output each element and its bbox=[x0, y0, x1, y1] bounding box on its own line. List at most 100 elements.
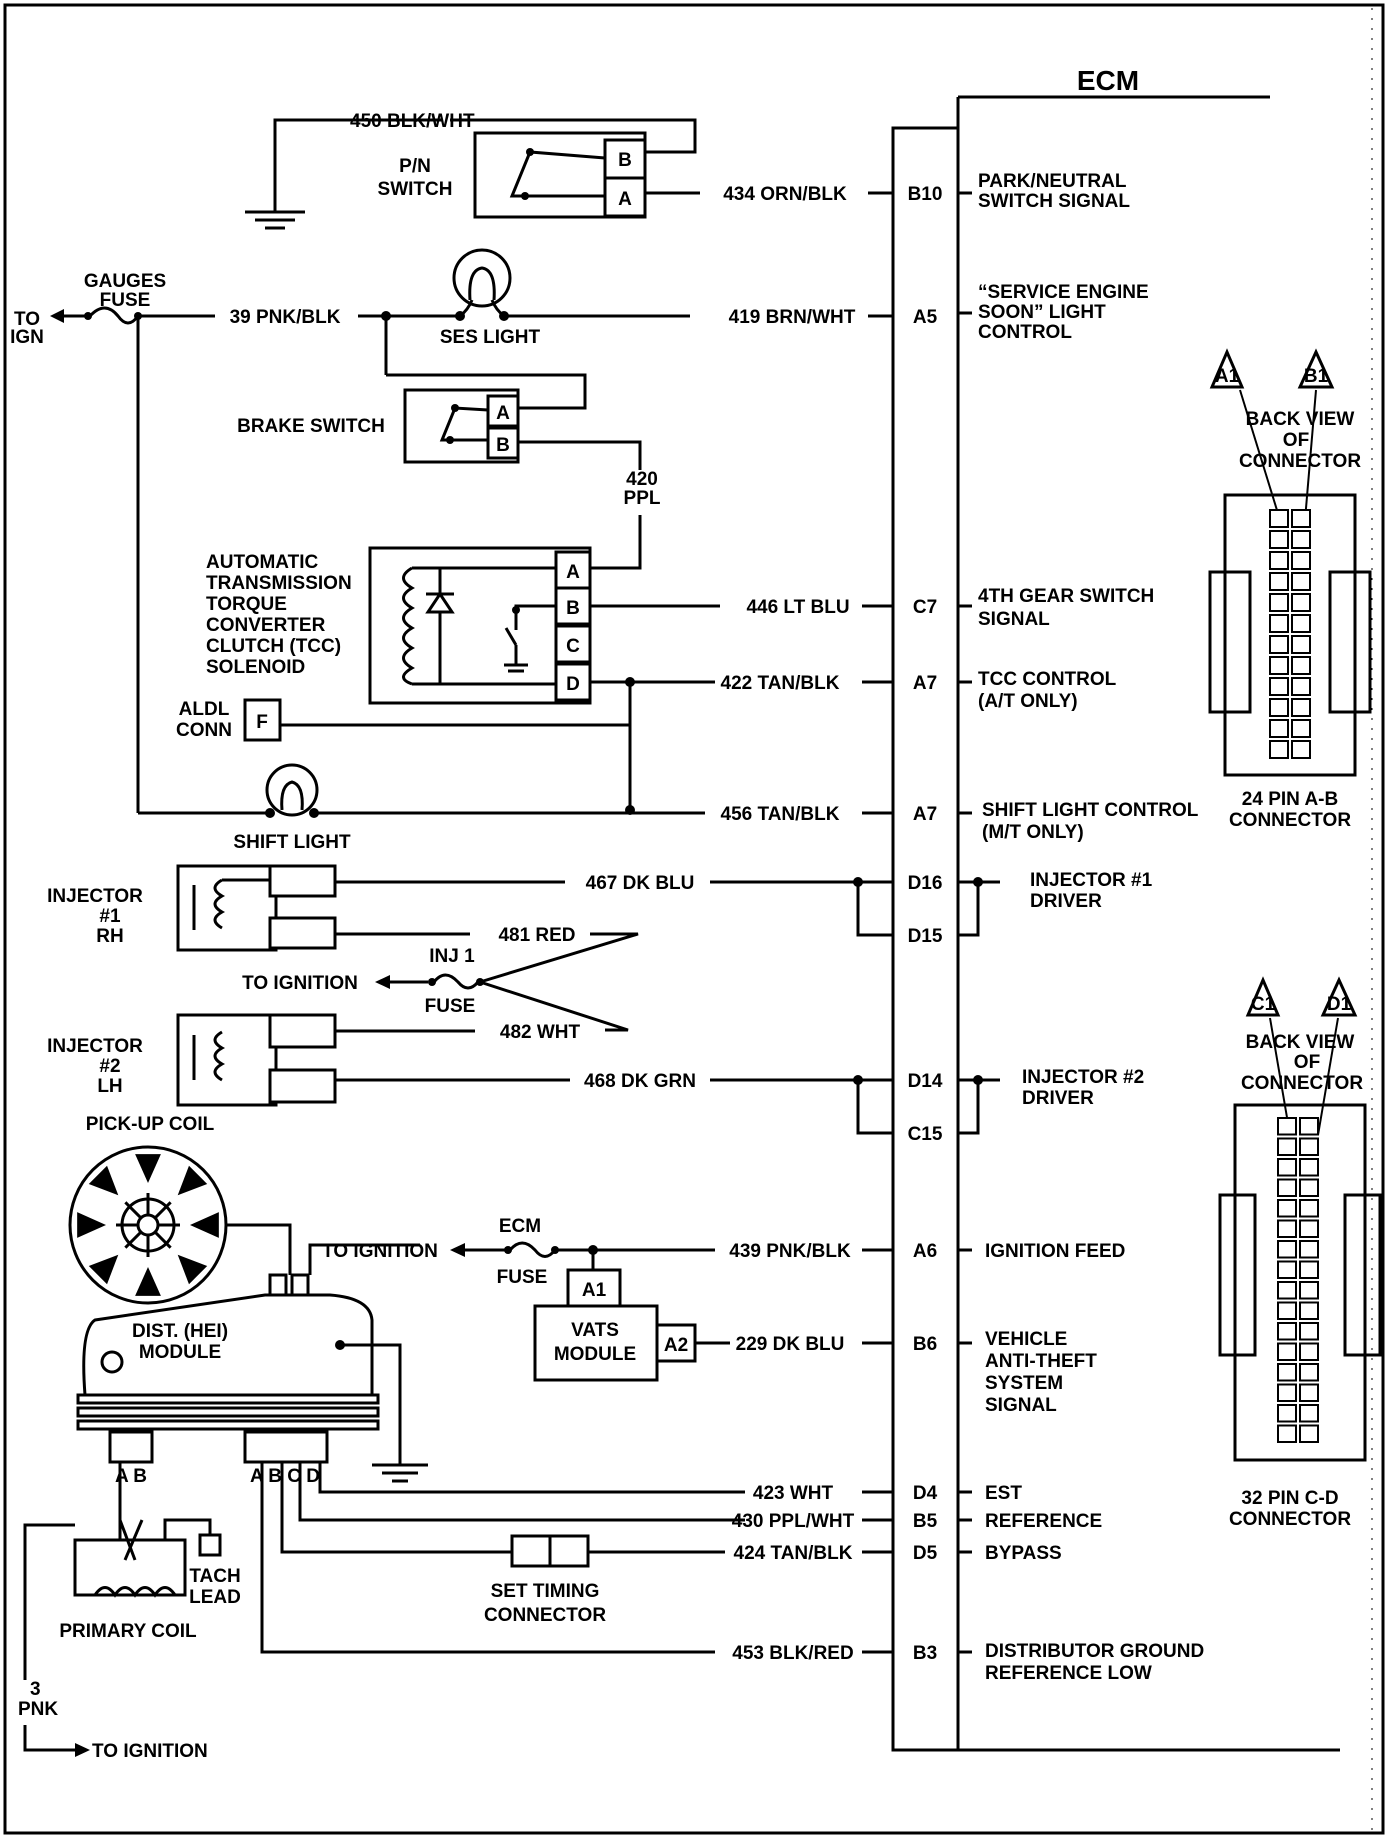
connector-pin bbox=[1277, 1219, 1297, 1238]
connector-pin bbox=[1299, 1322, 1319, 1341]
connector-pin bbox=[1269, 740, 1289, 759]
tcc-solenoid: AUTOMATIC TRANSMISSION TORQUE CONVERTER … bbox=[206, 546, 893, 810]
pickup-tooth bbox=[177, 1254, 208, 1285]
svg-text:D: D bbox=[566, 674, 580, 695]
connector-pin bbox=[1269, 530, 1289, 549]
svg-text:456 TAN/BLK: 456 TAN/BLK bbox=[721, 804, 840, 825]
pickup-tooth bbox=[88, 1254, 119, 1285]
svg-text:482 WHT: 482 WHT bbox=[500, 1022, 581, 1043]
connector-pin bbox=[1291, 593, 1311, 612]
svg-text:481 RED: 481 RED bbox=[498, 925, 575, 946]
svg-text:B: B bbox=[566, 598, 580, 619]
svg-text:P/N: P/N bbox=[399, 156, 431, 177]
svg-text:423 WHT: 423 WHT bbox=[753, 1483, 834, 1504]
connector-pin bbox=[1291, 509, 1311, 528]
pin-d14: D14 bbox=[908, 1071, 943, 1092]
svg-text:REFERENCE: REFERENCE bbox=[985, 1511, 1102, 1532]
pin-a7-shift: A7 bbox=[913, 804, 937, 825]
svg-text:SYSTEM: SYSTEM bbox=[985, 1373, 1063, 1394]
connector-pin bbox=[1299, 1117, 1319, 1136]
svg-text:PRIMARY COIL: PRIMARY COIL bbox=[59, 1621, 197, 1642]
svg-text:REFERENCE LOW: REFERENCE LOW bbox=[985, 1663, 1152, 1684]
svg-text:GAUGES: GAUGES bbox=[84, 271, 166, 292]
connector-pin bbox=[1277, 1363, 1297, 1382]
svg-text:453 BLK/RED: 453 BLK/RED bbox=[732, 1643, 853, 1664]
svg-text:PICK-UP COIL: PICK-UP COIL bbox=[86, 1114, 215, 1135]
connector-pin bbox=[1299, 1240, 1319, 1259]
connector-pin bbox=[1299, 1199, 1319, 1218]
connector-pin bbox=[1269, 698, 1289, 717]
connector-32pin: C1 D1 BACK VIEW OF CONNECTOR 32 PIN C-D … bbox=[1218, 976, 1382, 1530]
connector-pin bbox=[1291, 719, 1311, 738]
svg-text:TCC CONTROL: TCC CONTROL bbox=[978, 669, 1117, 690]
brake-switch: BRAKE SWITCH A B 420 PPL bbox=[237, 388, 661, 570]
primary-coil: TACH LEAD PRIMARY COIL 3 PNK TO IGNITION bbox=[18, 1462, 241, 1762]
connector-pin bbox=[1291, 677, 1311, 696]
svg-text:ECM: ECM bbox=[499, 1216, 541, 1237]
svg-text:TACH: TACH bbox=[189, 1566, 240, 1587]
ecm-signals: PARK/NEUTRAL SWITCH SIGNAL “SERVICE ENGI… bbox=[958, 171, 1204, 1684]
svg-text:DRIVER: DRIVER bbox=[1030, 891, 1102, 912]
svg-text:24 PIN A-B: 24 PIN A-B bbox=[1242, 789, 1338, 810]
connector-24pin: A1 B1 BACK VIEW OF CONNECTOR 24 PIN A-B … bbox=[1208, 348, 1372, 831]
connector-pin bbox=[1277, 1199, 1297, 1218]
pin-a6: A6 bbox=[913, 1241, 937, 1262]
svg-text:IGNITION FEED: IGNITION FEED bbox=[985, 1241, 1125, 1262]
connector-pin bbox=[1277, 1301, 1297, 1320]
ses-circuit: GAUGES FUSE TO IGN 39 PNK/BLK SES LIGHT … bbox=[10, 248, 893, 813]
svg-text:EST: EST bbox=[985, 1483, 1022, 1504]
svg-text:420: 420 bbox=[626, 469, 658, 490]
shift-light: SHIFT LIGHT 456 TAN/BLK bbox=[138, 763, 893, 853]
aldl-connector: ALDL CONN F bbox=[176, 698, 630, 742]
svg-text:IGN: IGN bbox=[10, 327, 44, 348]
svg-text:INJECTOR #2: INJECTOR #2 bbox=[1022, 1067, 1144, 1088]
svg-text:MODULE: MODULE bbox=[139, 1342, 221, 1363]
ecm-title: ECM bbox=[1077, 65, 1139, 96]
connector-pin bbox=[1299, 1158, 1319, 1177]
svg-text:BYPASS: BYPASS bbox=[985, 1543, 1062, 1564]
svg-text:B1: B1 bbox=[1304, 366, 1329, 387]
pickup-tooth bbox=[135, 1154, 161, 1183]
svg-text:TORQUE: TORQUE bbox=[206, 594, 287, 615]
svg-text:A B C D: A B C D bbox=[250, 1466, 320, 1487]
pin-a7: A7 bbox=[913, 673, 937, 694]
svg-text:BACK VIEW: BACK VIEW bbox=[1246, 1032, 1355, 1053]
pin-b5: B5 bbox=[913, 1511, 938, 1532]
connector-pin bbox=[1277, 1260, 1297, 1279]
pin-a5: A5 bbox=[913, 307, 938, 328]
svg-text:FUSE: FUSE bbox=[100, 290, 151, 311]
svg-text:INJ 1: INJ 1 bbox=[429, 946, 475, 967]
connector-pin bbox=[1269, 551, 1289, 570]
connector-pin bbox=[1299, 1219, 1319, 1238]
connector-pin bbox=[1277, 1240, 1297, 1259]
svg-text:SHIFT LIGHT CONTROL: SHIFT LIGHT CONTROL bbox=[982, 800, 1199, 821]
svg-text:CONNECTOR: CONNECTOR bbox=[1241, 1073, 1363, 1094]
shift-lamp-icon bbox=[265, 763, 319, 817]
svg-text:SHIFT LIGHT: SHIFT LIGHT bbox=[233, 832, 351, 853]
svg-text:B: B bbox=[618, 150, 632, 171]
svg-text:4TH GEAR SWITCH: 4TH GEAR SWITCH bbox=[978, 586, 1154, 607]
ecm-block: ECM bbox=[891, 65, 1340, 1752]
connector-pin bbox=[1269, 677, 1289, 696]
svg-text:OF: OF bbox=[1294, 1052, 1320, 1073]
svg-text:CONTROL: CONTROL bbox=[978, 322, 1072, 343]
connector-pin bbox=[1277, 1424, 1297, 1443]
svg-text:INJECTOR: INJECTOR bbox=[47, 886, 143, 907]
connector-pin bbox=[1299, 1404, 1319, 1423]
svg-text:C1: C1 bbox=[1251, 994, 1276, 1015]
connector-pin bbox=[1299, 1137, 1319, 1156]
connector-pin bbox=[1291, 656, 1311, 675]
svg-text:CONNECTOR: CONNECTOR bbox=[1239, 451, 1361, 472]
pickup-tooth bbox=[190, 1212, 219, 1238]
ignition-signals: 423 WHT 430 PPL/WHT 424 TAN/BLK 453 BLK/… bbox=[260, 1462, 893, 1664]
svg-text:446 LT BLU: 446 LT BLU bbox=[746, 597, 849, 618]
svg-text:468 DK GRN: 468 DK GRN bbox=[584, 1071, 696, 1092]
svg-text:DISTRIBUTOR GROUND: DISTRIBUTOR GROUND bbox=[985, 1641, 1204, 1662]
svg-text:A1: A1 bbox=[582, 1280, 607, 1301]
svg-text:B: B bbox=[496, 435, 510, 456]
connector-pin bbox=[1277, 1322, 1297, 1341]
connector-pin bbox=[1299, 1424, 1319, 1443]
svg-text:32 PIN C-D: 32 PIN C-D bbox=[1241, 1488, 1338, 1509]
svg-text:VATS: VATS bbox=[571, 1320, 619, 1341]
svg-text:A: A bbox=[566, 562, 580, 583]
